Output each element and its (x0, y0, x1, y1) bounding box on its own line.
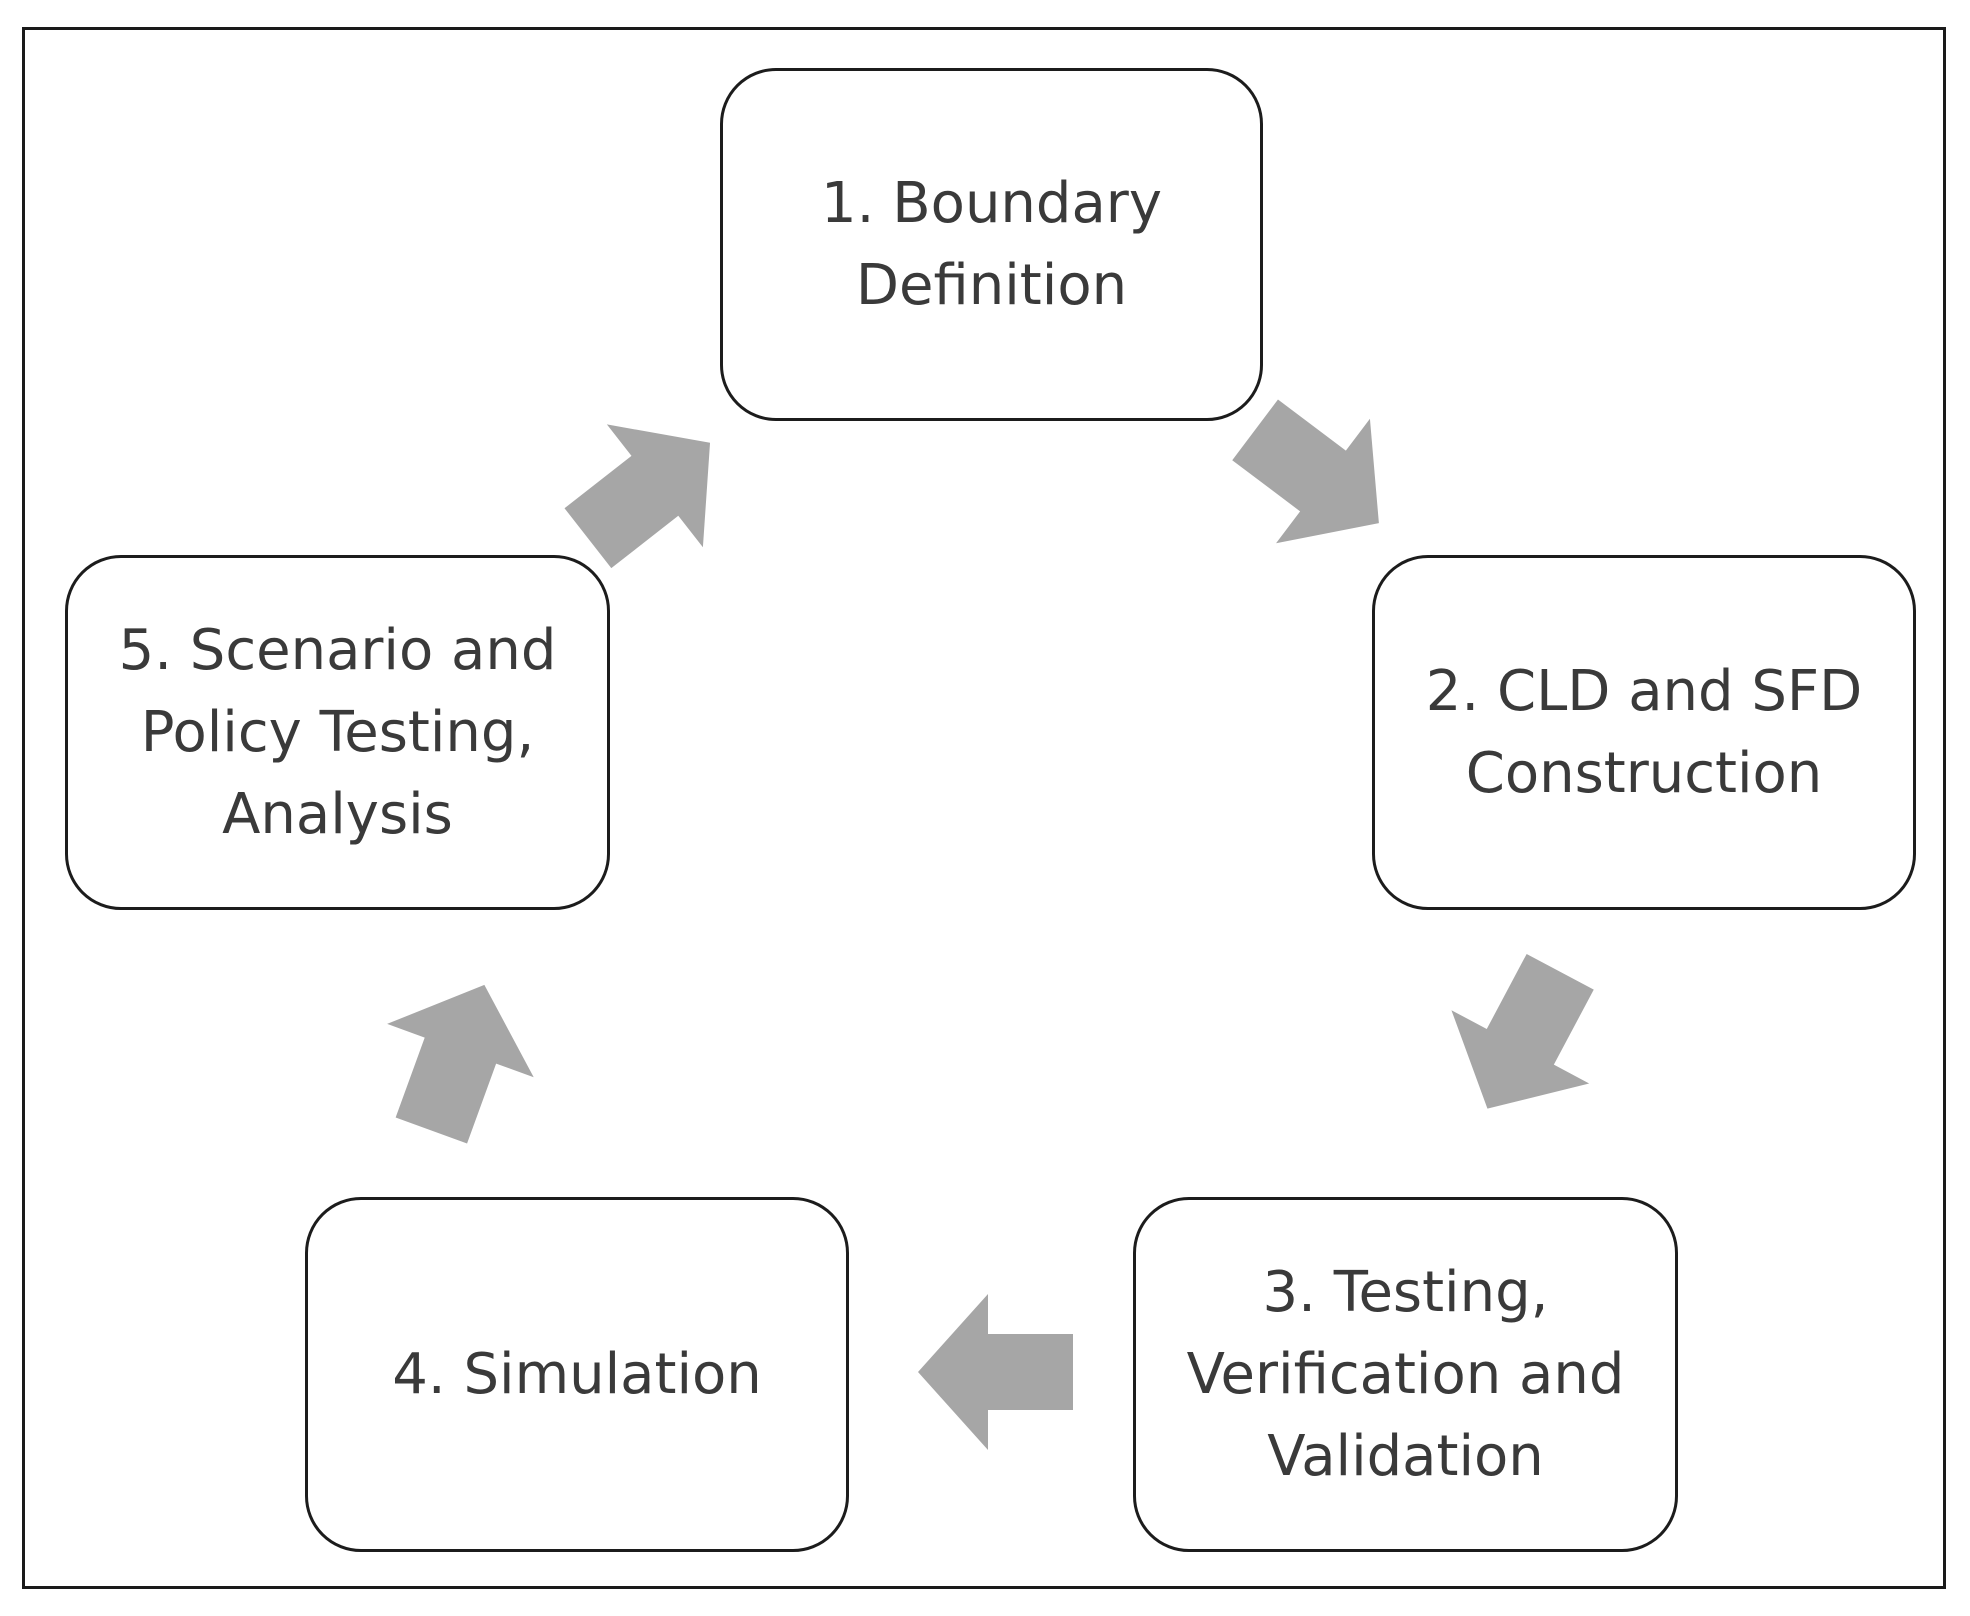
arrow-step3-to-step4 (918, 1294, 1073, 1450)
step-scenario-policy-testing: 5. Scenario and Policy Testing, Analysis (65, 555, 610, 910)
step-simulation: 4. Simulation (305, 1197, 849, 1552)
arrow-step4-to-step5 (387, 984, 534, 1144)
step-scenario-policy-testing-label: 5. Scenario and Policy Testing, Analysis (118, 617, 557, 847)
step-simulation-label: 4. Simulation (392, 1341, 762, 1407)
arrow-step1-to-step2 (1232, 399, 1379, 544)
step-boundary-definition-label: 1. Boundary Definition (821, 170, 1162, 318)
arrow-step2-to-step3 (1451, 953, 1594, 1109)
step-testing-verification-validation-label: 3. Testing, Verification and Validation (1186, 1259, 1625, 1489)
step-cld-sfd-construction-label: 2. CLD and SFD Construction (1425, 658, 1863, 806)
arrow-step5-to-step1 (564, 424, 711, 569)
step-testing-verification-validation: 3. Testing, Verification and Validation (1133, 1197, 1678, 1552)
step-boundary-definition: 1. Boundary Definition (720, 68, 1263, 421)
step-cld-sfd-construction: 2. CLD and SFD Construction (1372, 555, 1916, 910)
